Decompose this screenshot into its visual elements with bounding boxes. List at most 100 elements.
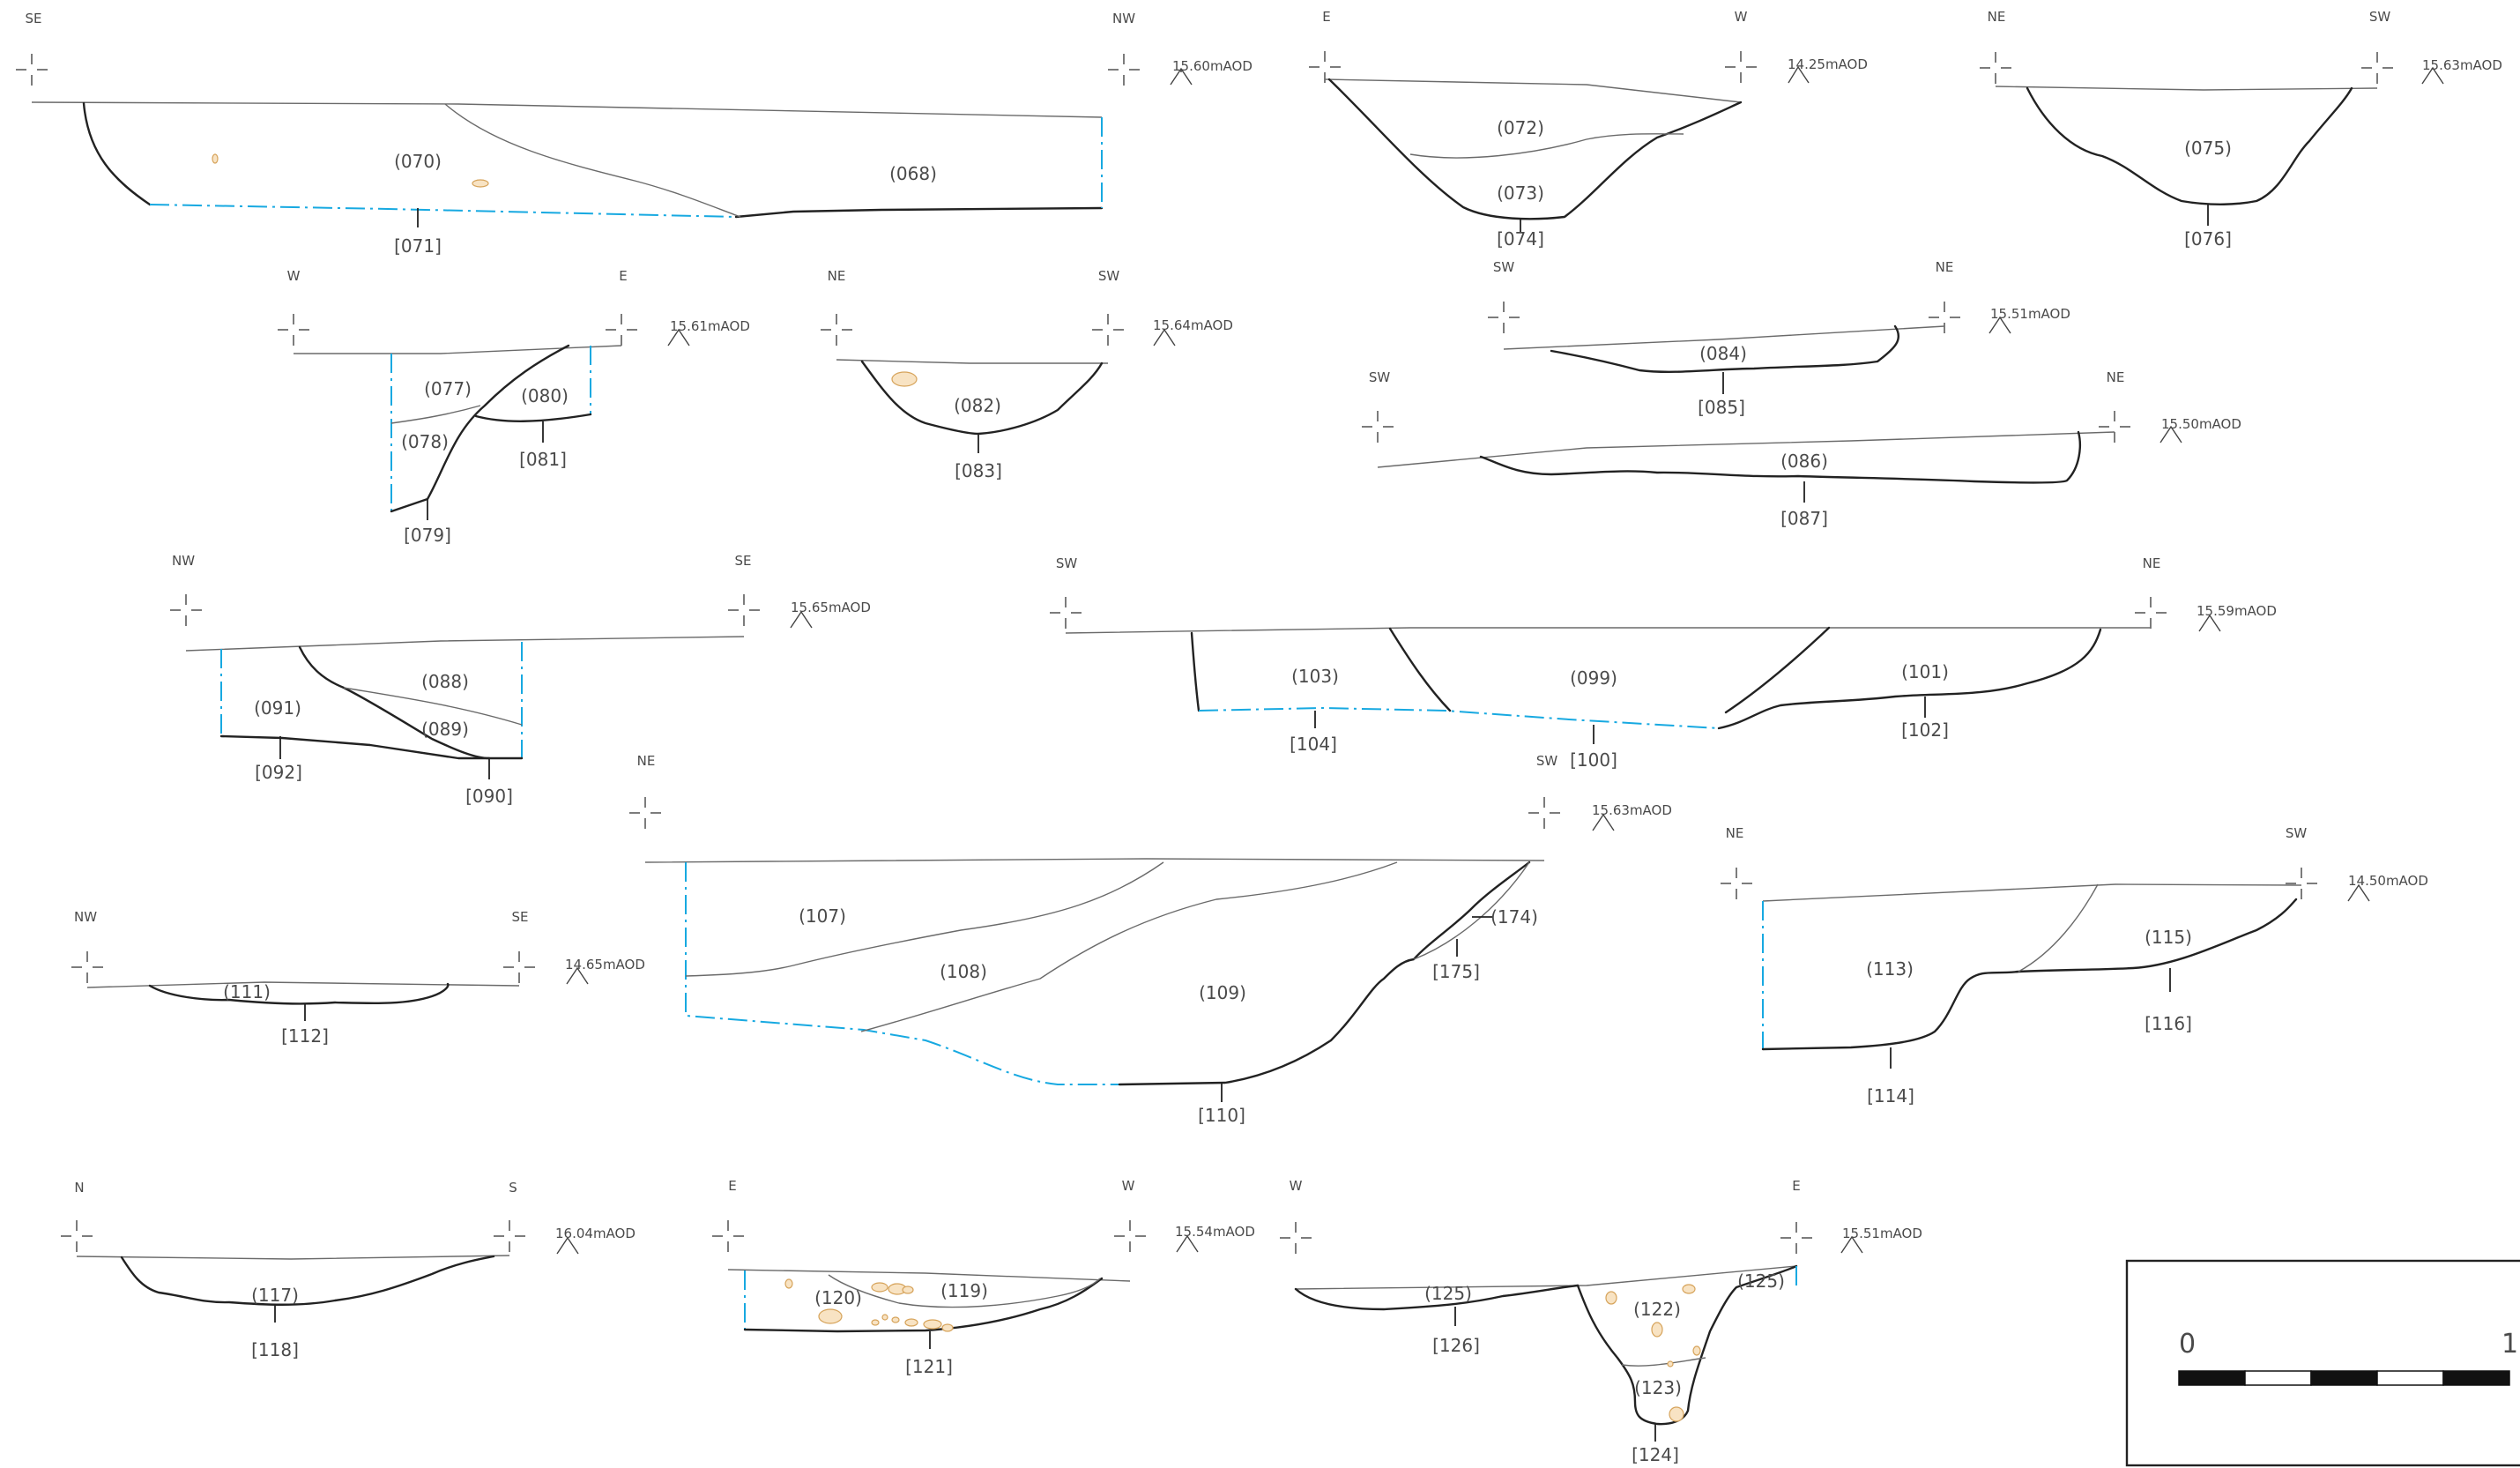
datum-cross-left <box>820 313 853 347</box>
datum-cross-right <box>605 313 638 347</box>
section-074: E W 14.25mAOD (072) (073) [074] <box>1308 9 1868 250</box>
datum-level: 15.54mAOD <box>1175 1224 1255 1240</box>
fill-label: (073) <box>1497 183 1544 204</box>
scale-bar-frame <box>2125 1259 2520 1467</box>
cut-81 <box>474 413 592 422</box>
stone-inclusion <box>1667 1360 1674 1367</box>
ground-surface <box>31 101 1103 118</box>
fill-interface <box>828 1274 1101 1308</box>
cut-profile <box>1479 430 2081 484</box>
datum-marker-icon <box>667 328 690 347</box>
section-090: NW SE 15.65mAOD (088) (091) (089) [092] … <box>169 553 871 807</box>
datum-cross-left <box>277 313 310 347</box>
cut-profile <box>148 982 450 1005</box>
limit-of-excavation <box>149 204 737 218</box>
ground-surface <box>86 981 520 988</box>
datum-cross-left <box>1279 1221 1312 1255</box>
fill-interface <box>1621 1357 1706 1367</box>
datum-marker-icon <box>1170 67 1193 86</box>
fill-interface <box>1409 133 1684 159</box>
orientation-left: SW <box>1056 555 1078 571</box>
fill-label: (120) <box>814 1287 862 1308</box>
datum-level: 15.59mAOD <box>2197 603 2277 619</box>
orientation-left: SE <box>26 11 42 26</box>
ground-surface <box>1995 86 2378 91</box>
stone-inclusion <box>902 1285 914 1294</box>
cut-label: [085] <box>1698 397 1745 418</box>
cut-79 <box>390 344 570 513</box>
fill-label: (080) <box>521 385 569 406</box>
datum-cross-left <box>1979 51 2012 85</box>
cut-base <box>219 734 524 760</box>
datum-cross-right <box>1113 1219 1147 1253</box>
orientation-right: SW <box>2286 825 2308 841</box>
cut-label: [121] <box>905 1356 953 1377</box>
datum-cross-left <box>1308 50 1342 84</box>
fill-label: (108) <box>940 961 987 982</box>
datum-marker-icon <box>1592 813 1615 831</box>
datum-cross-right <box>2098 410 2131 443</box>
datum-cross-right <box>1780 1221 1813 1255</box>
cut-label: [124] <box>1632 1444 1679 1465</box>
orientation-right: SE <box>735 553 752 569</box>
orientation-left: NW <box>172 553 195 569</box>
cut-label: [104] <box>1290 734 1337 755</box>
datum-cross-left <box>1487 301 1520 334</box>
cut-label: [079] <box>404 525 451 546</box>
stone-inclusion <box>923 1319 942 1330</box>
cut-label: [114] <box>1867 1085 1914 1107</box>
orientation-left: NE <box>637 753 656 769</box>
datum-marker-icon <box>1988 316 2011 334</box>
cut-profile <box>1118 861 1531 1086</box>
fill-interface <box>390 405 481 424</box>
datum-level: 15.63mAOD <box>1592 802 1672 818</box>
datum-cross-right <box>1528 796 1561 830</box>
ground-surface <box>1065 627 2151 634</box>
fill-interface <box>685 861 1164 977</box>
fill-label: (084) <box>1699 343 1747 364</box>
stone-inclusion <box>472 179 489 188</box>
cut-label: [071] <box>394 235 442 257</box>
datum-level: 15.51mAOD <box>1990 306 2070 322</box>
stone-inclusion <box>891 371 918 387</box>
cut-label: [102] <box>1901 719 1949 741</box>
fill-label: (075) <box>2184 138 2232 159</box>
cut-profile <box>1327 78 1743 220</box>
fill-label: (072) <box>1497 117 1544 138</box>
stone-inclusion <box>871 1319 880 1326</box>
orientation-right: W <box>1122 1178 1135 1194</box>
fill-label: (068) <box>889 163 937 184</box>
cut-edge <box>82 101 152 206</box>
datum-cross-right <box>1091 313 1125 347</box>
datum-level: 15.65mAOD <box>791 600 871 615</box>
datum-cross-right <box>1928 301 1961 334</box>
scale-segment <box>2178 1370 2246 1386</box>
fill-interface <box>2018 883 2099 972</box>
datum-level: 15.61mAOD <box>670 318 750 334</box>
datum-cross-right <box>2360 51 2394 85</box>
datum-level: 15.63mAOD <box>2422 57 2502 73</box>
stone-inclusion <box>1605 1291 1617 1305</box>
fill-label: (122) <box>1633 1299 1681 1320</box>
fill-label: (115) <box>2145 927 2192 948</box>
datum-marker-icon <box>1176 1234 1199 1253</box>
datum-marker-icon <box>790 610 813 629</box>
datum-marker-icon <box>2421 66 2444 85</box>
fill-label: (088) <box>421 671 469 692</box>
datum-cross-left <box>628 796 662 830</box>
cut-label: [090] <box>465 786 513 807</box>
orientation-right: W <box>1735 9 1748 25</box>
cut-profile <box>2026 86 2353 205</box>
stone-inclusion <box>818 1308 843 1324</box>
cut-label: [092] <box>255 762 302 783</box>
limit-of-excavation <box>685 862 1119 1085</box>
datum-level: 14.25mAOD <box>1788 56 1868 72</box>
ground-surface <box>1324 78 1742 103</box>
fill-label: (086) <box>1780 451 1828 472</box>
ground-surface <box>1503 325 1945 350</box>
datum-cross-left <box>71 950 104 984</box>
ground-surface <box>644 858 1545 863</box>
datum-level: 15.51mAOD <box>1842 1226 1922 1241</box>
orientation-right: NE <box>2107 369 2125 385</box>
fill-label: (101) <box>1901 661 1949 682</box>
